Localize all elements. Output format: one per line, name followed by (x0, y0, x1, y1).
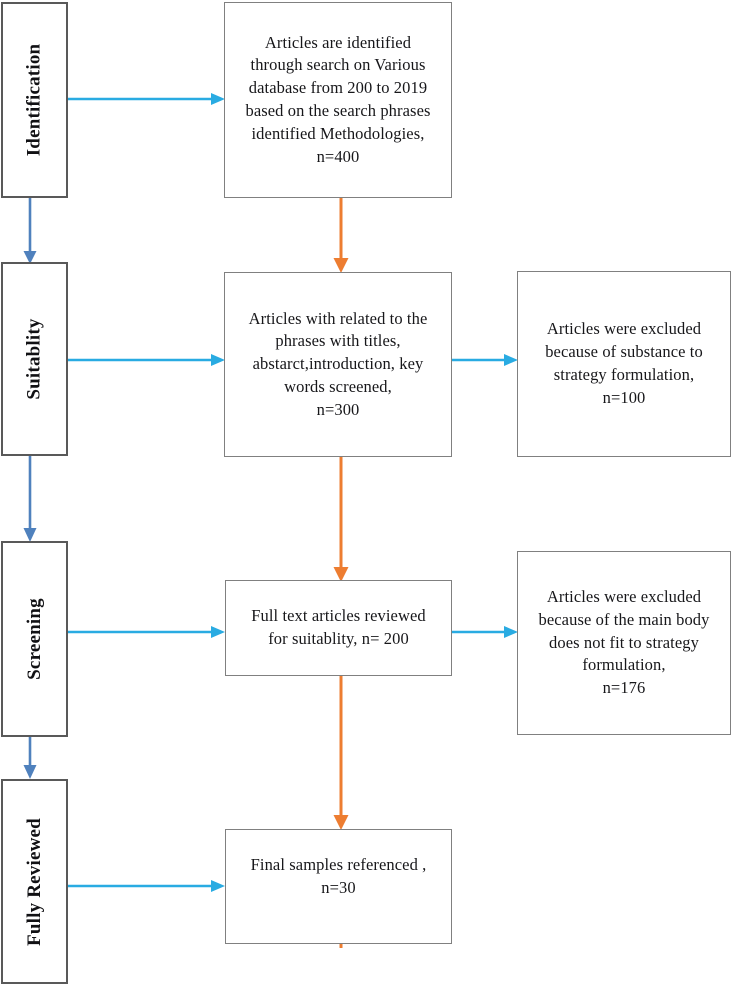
excluded-box-main-body[interactable]: Articles were excluded because of the ma… (517, 551, 731, 735)
connector-stage3-to-stage4 (20, 736, 40, 782)
connector-stage1-to-stage2 (20, 196, 40, 266)
stage-label-identification: Identification (23, 43, 45, 157)
excluded-box-main-body-text: Articles were excluded because of the ma… (538, 587, 710, 698)
stage-box-suitability[interactable]: Suitablity (1, 262, 68, 456)
stage-box-screening[interactable]: Screening (1, 541, 68, 737)
connector-box1-to-box2 (331, 197, 351, 275)
main-box-identified[interactable]: Articles are identified through search o… (224, 2, 452, 198)
main-box-screened-text: Articles with related to the phrases wit… (248, 308, 428, 419)
excluded-box-substance[interactable]: Articles were excluded because of substa… (517, 271, 731, 457)
connector-box2-to-excluded1 (452, 351, 519, 369)
stage-label-suitability: Suitablity (23, 318, 45, 400)
stage-label-fully-reviewed: Fully Reviewed (23, 817, 45, 946)
connector-stage2-to-stage3 (20, 455, 40, 545)
main-box-identified-text: Articles are identified through search o… (245, 32, 431, 166)
main-box-screened[interactable]: Articles with related to the phrases wit… (224, 272, 452, 457)
stage-label-screening: Screening (23, 598, 45, 680)
stage-box-identification[interactable]: Identification (1, 2, 68, 198)
main-box-final-samples[interactable]: Final samples referenced , n=30 (225, 829, 452, 944)
connector-stage4-to-box4 (68, 877, 226, 895)
main-box-final-samples-text: Final samples referenced , n=30 (250, 855, 427, 897)
connector-stage3-to-box3 (68, 623, 226, 641)
stage-box-fully-reviewed[interactable]: Fully Reviewed (1, 779, 68, 984)
connector-box2-to-box3 (331, 456, 351, 584)
connector-stage1-to-box1 (68, 90, 226, 108)
connector-box3-to-excluded2 (452, 623, 519, 641)
main-box-full-text-text: Full text articles reviewed for suitabli… (251, 606, 426, 648)
connector-box3-to-box4 (331, 676, 351, 832)
excluded-box-substance-text: Articles were excluded because of substa… (545, 319, 703, 407)
main-box-full-text[interactable]: Full text articles reviewed for suitabli… (225, 580, 452, 676)
connector-stage2-to-box2 (68, 351, 226, 369)
